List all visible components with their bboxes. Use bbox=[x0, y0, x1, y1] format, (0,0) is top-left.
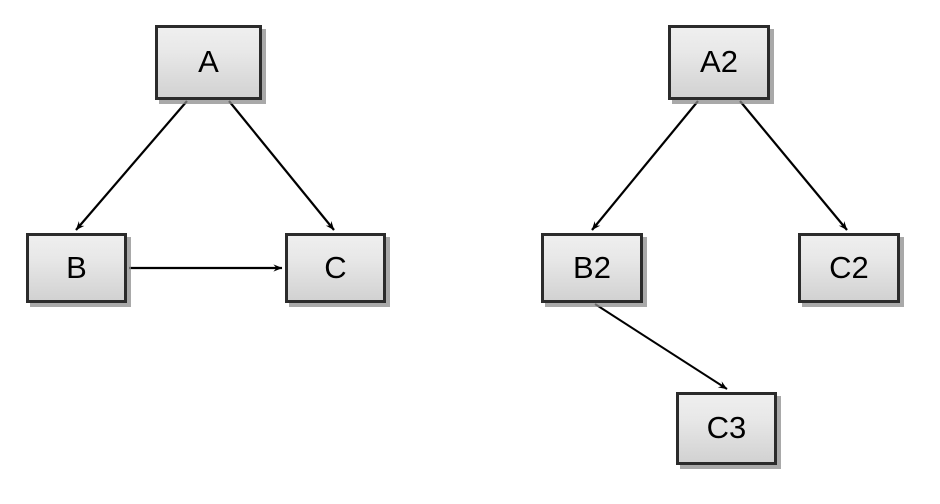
node-c3-label: C3 bbox=[706, 410, 747, 445]
edge-b2-to-c3 bbox=[594, 303, 728, 390]
node-b-label: B bbox=[66, 249, 87, 285]
node-a-label: A bbox=[198, 44, 219, 79]
edge-a-to-b bbox=[75, 100, 188, 231]
node-c[interactable]: C bbox=[285, 233, 386, 303]
node-c2[interactable]: C2 bbox=[798, 233, 900, 303]
node-b2[interactable]: B2 bbox=[541, 233, 643, 303]
node-c2-label: C2 bbox=[829, 249, 869, 285]
node-b2-label: B2 bbox=[573, 249, 611, 285]
node-c-label: C bbox=[324, 249, 347, 285]
node-a2-label: A2 bbox=[700, 44, 738, 79]
edge-a-to-c bbox=[228, 100, 335, 231]
node-a2[interactable]: A2 bbox=[668, 25, 770, 100]
edge-a2-to-c2 bbox=[739, 100, 848, 231]
node-c3[interactable]: C3 bbox=[676, 392, 777, 465]
node-b[interactable]: B bbox=[26, 233, 127, 303]
node-a[interactable]: A bbox=[155, 25, 262, 100]
edge-a2-to-b2 bbox=[591, 100, 699, 231]
